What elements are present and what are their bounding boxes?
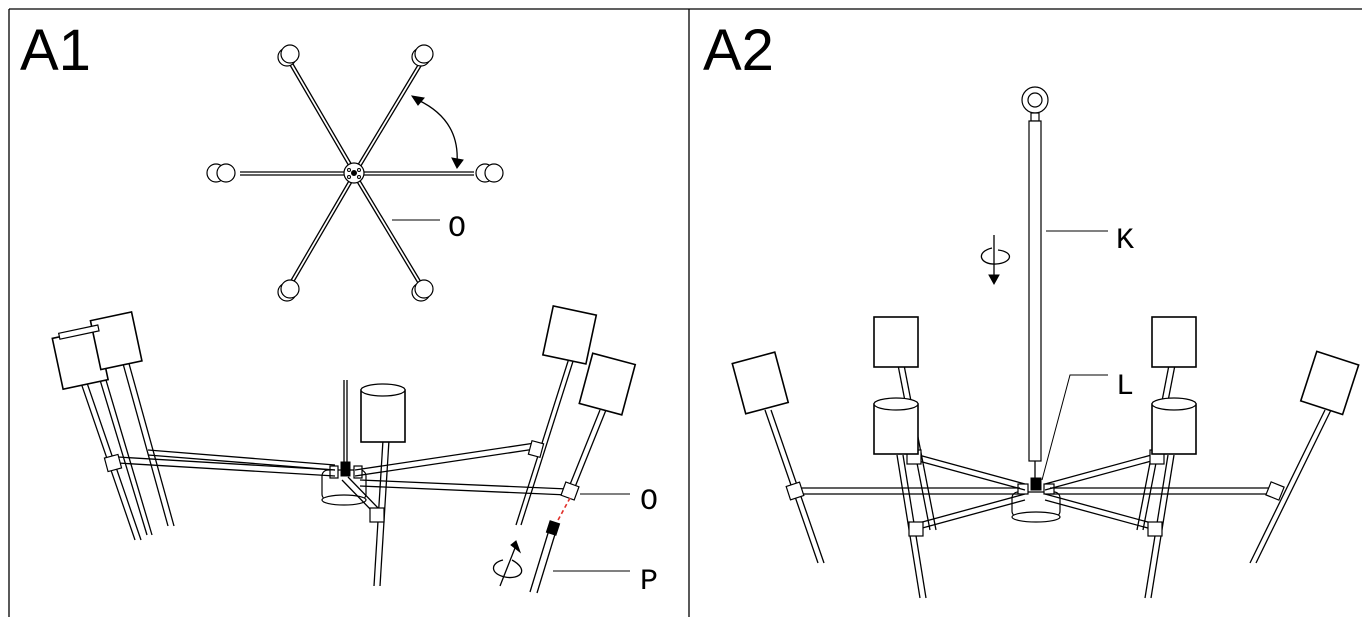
panel-a2: A2 (703, 18, 1360, 599)
a2-joints (785, 449, 1285, 537)
a1-hub (321, 380, 367, 506)
a1-side-shades (51, 304, 637, 443)
a1-side-arms (117, 442, 569, 513)
panel-a2-title: A2 (703, 18, 774, 83)
a2-arms (790, 453, 1275, 531)
a1-top-arms (240, 63, 474, 284)
a1-side-view: O P (51, 304, 658, 599)
a2-connector-callout: L (1116, 370, 1134, 404)
ring-hook-icon (1021, 86, 1049, 122)
a1-joints (103, 439, 580, 536)
a1-top-view: O (206, 44, 504, 302)
curved-double-arrow-icon (410, 95, 464, 169)
a2-hub (1011, 477, 1061, 523)
panel-a1: A1 (20, 18, 658, 599)
a2-downrod (1028, 120, 1042, 480)
a1-arm-callout: O (640, 485, 658, 519)
a1-rod-callout: P (640, 565, 658, 599)
rotate-arrow-icon (492, 540, 523, 587)
a1-red-connector (556, 497, 571, 523)
a1-top-hub (343, 162, 365, 184)
panel-a1-title: A1 (20, 18, 91, 83)
a1-top-callout: O (448, 212, 466, 246)
a2-rods (764, 364, 1332, 599)
a1-top-shade (206, 44, 504, 302)
panel-frame (8, 8, 1362, 617)
a2-rod-callout: K (1116, 224, 1134, 258)
a2-shades (731, 316, 1360, 455)
a2-connector-leader-line (1041, 374, 1108, 481)
rotate-arrow-icon (980, 235, 1011, 286)
